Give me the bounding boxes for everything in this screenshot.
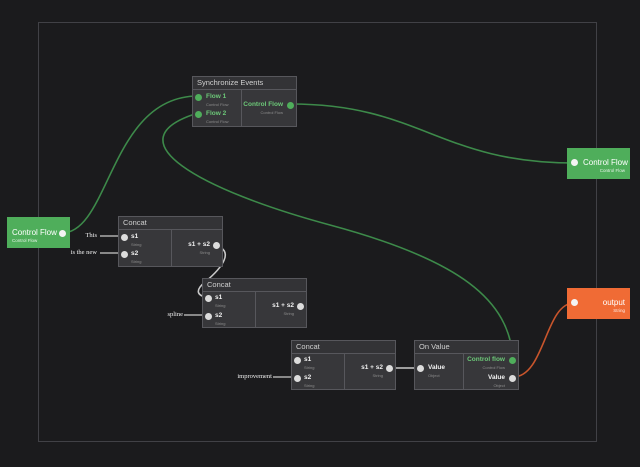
output-value-port[interactable] [571, 299, 578, 306]
concat1-out-type: String [199, 250, 210, 255]
on-value-value-dot[interactable] [509, 375, 516, 382]
concat1-out-label: s1 + s2 [188, 241, 210, 248]
concat3-s2-label: s2 [304, 374, 312, 381]
literal-is-the-new[interactable]: is the new [70, 249, 97, 256]
output-value-node[interactable]: output String [567, 288, 630, 319]
on-value-control-label: Control flow [467, 356, 505, 363]
concat1-divider [171, 230, 172, 266]
concat2-s2-dot[interactable] [205, 313, 212, 320]
on-value-value-type: Object [493, 383, 505, 388]
concat2-s1-label: s1 [215, 294, 223, 301]
sync-node-divider [241, 90, 242, 126]
output-control-subtitle: Control Flow [599, 168, 625, 173]
on-value-title: On Value [415, 341, 518, 354]
concat1-s1-type: String [131, 242, 142, 247]
on-value-in-dot[interactable] [417, 365, 424, 372]
on-value-control-dot[interactable] [509, 357, 516, 364]
concat2-title: Concat [203, 279, 306, 292]
literal-this[interactable]: This [85, 232, 97, 239]
concat3-s2-dot[interactable] [294, 375, 301, 382]
on-value-control-type: Control Flow [482, 365, 505, 370]
output-control-title: Control Flow [583, 158, 628, 167]
concat2-divider [255, 292, 256, 327]
flow2-port-dot[interactable] [195, 111, 202, 118]
concat2-s1-type: String [215, 303, 226, 308]
flow1-type: Control Flow [206, 102, 229, 107]
concat3-out-label: s1 + s2 [361, 364, 383, 371]
concat3-s1-type: String [304, 365, 315, 370]
on-value-divider [463, 354, 464, 389]
concat2-s2-label: s2 [215, 312, 223, 319]
concat1-s2-type: String [131, 259, 142, 264]
literal-spline[interactable]: spline [167, 311, 183, 318]
input-node-title: Control Flow [12, 228, 57, 237]
concat1-title: Concat [119, 217, 222, 230]
sync-node-title: Synchronize Events [193, 77, 296, 90]
sync-out-type: Control Flow [260, 110, 283, 115]
literal-improvement[interactable]: improvement [237, 373, 272, 380]
concat2-s1-dot[interactable] [205, 295, 212, 302]
input-node-subtitle: Control Flow [12, 238, 38, 243]
concat2-out-label: s1 + s2 [272, 302, 294, 309]
concat3-s2-type: String [304, 383, 315, 388]
concat2-out-dot[interactable] [297, 303, 304, 310]
concat1-s1-label: s1 [131, 233, 139, 240]
on-value-in-type: Object [428, 373, 440, 378]
output-value-title: output [602, 298, 625, 307]
concat1-s2-label: s2 [131, 250, 139, 257]
on-value-in-label: Value [428, 364, 445, 371]
concat3-s1-dot[interactable] [294, 357, 301, 364]
concat-node-3[interactable]: Concat s1 String s2 String s1 + s2 Strin… [291, 340, 396, 390]
concat3-divider [344, 354, 345, 389]
concat3-s1-label: s1 [304, 356, 312, 363]
concat3-title: Concat [292, 341, 395, 354]
concat2-out-type: String [283, 311, 294, 316]
on-value-value-label: Value [488, 374, 505, 381]
concat1-s1-dot[interactable] [121, 234, 128, 241]
flow1-label: Flow 1 [206, 93, 227, 100]
concat3-out-type: String [372, 373, 383, 378]
synchronize-events-node[interactable]: Synchronize Events Flow 1 Control Flow F… [192, 76, 297, 127]
concat2-s2-type: String [215, 321, 226, 326]
concat1-out-dot[interactable] [213, 242, 220, 249]
concat-node-1[interactable]: Concat s1 String s2 String s1 + s2 Strin… [118, 216, 223, 267]
flow1-port-dot[interactable] [195, 94, 202, 101]
concat3-out-dot[interactable] [386, 365, 393, 372]
output-control-flow-node[interactable]: Control Flow Control Flow [567, 148, 630, 179]
input-node-port[interactable] [59, 230, 66, 237]
concat1-s2-dot[interactable] [121, 251, 128, 258]
sync-out-label: Control Flow [243, 101, 283, 108]
output-value-subtitle: String [613, 308, 625, 313]
flow2-type: Control Flow [206, 119, 229, 124]
input-control-flow-node[interactable]: Control Flow Control Flow [7, 217, 70, 248]
sync-out-port-dot[interactable] [287, 102, 294, 109]
on-value-node[interactable]: On Value Value Object Control flow Contr… [414, 340, 519, 390]
flow2-label: Flow 2 [206, 110, 227, 117]
concat-node-2[interactable]: Concat s1 String s2 String s1 + s2 Strin… [202, 278, 307, 328]
output-control-port[interactable] [571, 159, 578, 166]
